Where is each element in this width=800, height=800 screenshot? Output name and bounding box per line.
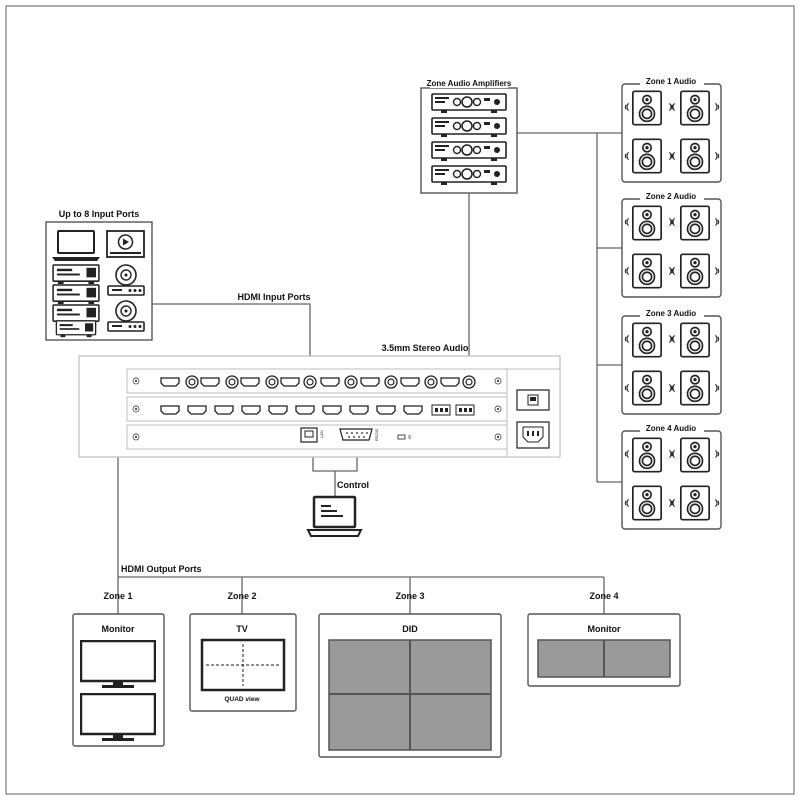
stereo-audio-label: 3.5mm Stereo Audio <box>382 343 469 353</box>
zone-audio-1: Zone 1 Audio <box>621 74 722 183</box>
av-receiver-icon <box>55 320 97 338</box>
output-zone-4: Zone 4 Monitor <box>527 591 681 687</box>
video-wall-icon <box>328 639 492 751</box>
control-ports: LAN RS232 IR <box>300 427 412 443</box>
control-laptop-icon <box>306 495 363 537</box>
speaker-icon <box>680 90 710 126</box>
ir-label: IR <box>407 435 412 439</box>
zone-audio-4: Zone 4 Audio <box>621 421 722 530</box>
laptop-icon <box>52 230 100 261</box>
speaker-icon <box>632 437 662 473</box>
speaker-icon <box>632 253 662 289</box>
speaker-icon <box>680 253 710 289</box>
speaker-icon <box>680 322 710 358</box>
tv-icon <box>200 638 286 692</box>
av-receiver-icon <box>52 264 100 285</box>
hdmi-output-ports <box>160 404 475 416</box>
monitor-icon <box>80 693 156 743</box>
zone-audio-title: Zone 4 Audio <box>646 424 696 433</box>
zone-amplifiers-title: Zone Audio Amplifiers <box>427 79 512 88</box>
speaker-icon <box>632 138 662 174</box>
speaker-icon <box>680 485 710 521</box>
hdmi-input-ports-label: HDMI Input Ports <box>238 292 311 302</box>
speaker-icon <box>632 370 662 406</box>
amplifier-icon <box>431 117 507 137</box>
control-label: Control <box>337 480 369 490</box>
rs232-label: RS232 <box>374 428 379 441</box>
outer-frame <box>5 5 795 795</box>
speaker-icon <box>680 138 710 174</box>
zone-audio-title: Zone 3 Audio <box>646 309 696 318</box>
output-zone-1: Zone 1 Monitor <box>72 591 165 747</box>
speaker-icon <box>632 205 662 241</box>
av-receiver-icon <box>52 284 100 305</box>
zone-audio-title: Zone 2 Audio <box>646 192 696 201</box>
speaker-icon <box>680 370 710 406</box>
wiring <box>117 132 622 614</box>
input-ports-title: Up to 8 Input Ports <box>59 209 140 219</box>
monitor-icon <box>80 640 156 690</box>
amplifier-icon <box>431 93 507 113</box>
input-sources-box: Up to 8 Input Ports <box>45 207 153 341</box>
speaker-icon <box>680 205 710 241</box>
speaker-icon <box>632 485 662 521</box>
matrix-switcher-chassis: LAN RS232 IR <box>78 355 561 458</box>
zone-device-label: DID <box>402 624 418 634</box>
zone-audio-3: Zone 3 Audio <box>621 306 722 415</box>
amplifier-icon <box>431 141 507 161</box>
hdmi-output-ports-label: HDMI Output Ports <box>121 564 202 574</box>
zone-label: Zone 2 <box>227 591 256 601</box>
amplifier-icon <box>431 165 507 185</box>
zone-device-label: Monitor <box>588 624 621 634</box>
zone-audio-title: Zone 1 Audio <box>646 77 696 86</box>
power-section <box>516 389 550 449</box>
speaker-icon <box>632 322 662 358</box>
output-zone-3: Zone 3 DID <box>318 591 502 758</box>
monitor-icon <box>537 639 671 678</box>
zone-amplifiers-box: Zone Audio Amplifiers <box>420 75 518 194</box>
zone-label: Zone 4 <box>589 591 618 601</box>
media-player-icon <box>106 230 145 258</box>
quad-view-caption: QUAD view <box>224 696 260 703</box>
zone-audio-2: Zone 2 Audio <box>621 189 722 298</box>
zone-device-label: TV <box>236 624 248 634</box>
output-zone-2: Zone 2 TV QUAD view <box>189 591 297 712</box>
speaker-icon <box>680 437 710 473</box>
zone-label: Zone 1 <box>103 591 132 601</box>
speaker-icon <box>632 90 662 126</box>
zone-label: Zone 3 <box>395 591 424 601</box>
lan-label: LAN <box>319 430 324 438</box>
zone-device-label: Monitor <box>102 624 135 634</box>
